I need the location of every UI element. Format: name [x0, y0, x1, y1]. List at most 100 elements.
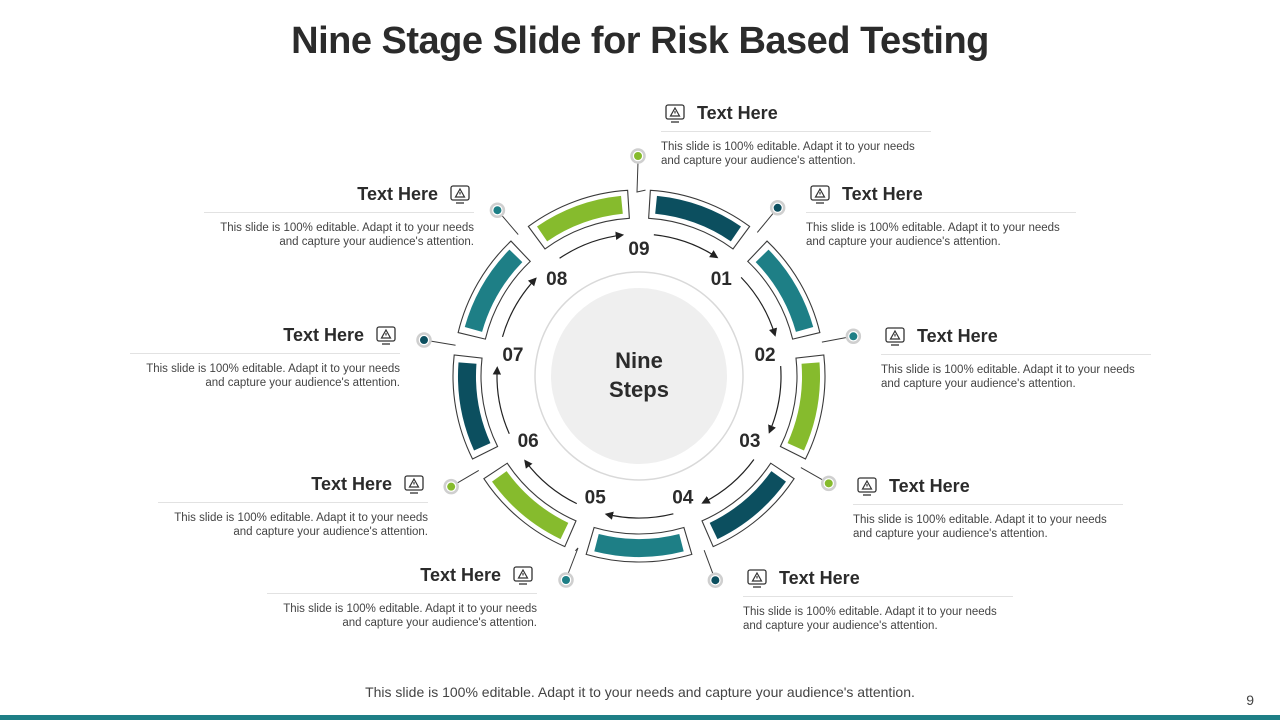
- footer-note: This slide is 100% editable. Adapt it to…: [365, 684, 915, 700]
- segment-arc-09: [537, 195, 623, 242]
- step-label-01: Text Here: [842, 183, 923, 204]
- connector-line-02: [821, 337, 847, 343]
- segment-arc-06: [492, 471, 569, 540]
- step-arrow-05: [604, 511, 674, 520]
- step-arrow-01: [653, 234, 719, 259]
- connector-dot-09: [634, 152, 642, 160]
- step-number-09: 09: [628, 239, 649, 260]
- document-warning-icon: [450, 185, 470, 204]
- connector-line-03: [800, 467, 823, 481]
- step-description-08: This slide is 100% editable. Adapt it to…: [220, 222, 474, 248]
- connector-dot-01: [773, 203, 782, 212]
- step-description-05: This slide is 100% editable. Adapt it to…: [283, 603, 537, 629]
- center-text-line1: Nine: [615, 348, 663, 373]
- connector-dot-05: [562, 576, 570, 584]
- segment-arc-04: [709, 471, 786, 540]
- step-heading-03: Text Here: [853, 472, 1123, 500]
- slide-title: Nine Stage Slide for Risk Based Testing: [291, 20, 989, 62]
- bottom-accent-bar: [0, 715, 1280, 720]
- step-heading-06: Text Here: [158, 470, 428, 498]
- step-heading-07: Text Here: [130, 321, 400, 349]
- step-heading-08: Text Here: [204, 180, 474, 208]
- step-description-02: This slide is 100% editable. Adapt it to…: [881, 364, 1135, 390]
- step-divider-08: [204, 212, 474, 213]
- connector-line-07: [430, 340, 456, 346]
- scale-balance-icon: [404, 475, 424, 494]
- gear-warning-icon: [885, 327, 905, 346]
- step-arrow-04: [701, 459, 755, 504]
- step-number-07: 07: [502, 345, 523, 366]
- step-heading-09: Text Here: [661, 99, 931, 127]
- step-description-03: This slide is 100% editable. Adapt it to…: [853, 514, 1107, 540]
- connector-dot-04: [711, 576, 720, 585]
- step-label-08: Text Here: [357, 183, 438, 204]
- step-heading-05: Text Here: [267, 561, 537, 589]
- monitor-shield-icon: [810, 185, 830, 204]
- step-divider-09: [661, 131, 931, 132]
- step-label-06: Text Here: [311, 473, 392, 494]
- connector-line-05: [567, 547, 579, 575]
- connector-line-09: [636, 161, 646, 193]
- step-heading-02: Text Here: [881, 322, 1151, 350]
- connector-dot-06: [447, 482, 456, 491]
- step-arrow-02: [740, 276, 778, 337]
- segment-arc-07: [458, 362, 491, 451]
- step-number-01: 01: [711, 269, 733, 290]
- step-label-09: Text Here: [697, 102, 778, 123]
- connector-dot-08: [493, 206, 502, 215]
- step-arrow-03: [768, 366, 782, 434]
- step-label-03: Text Here: [889, 475, 970, 496]
- step-description-09: This slide is 100% editable. Adapt it to…: [661, 141, 915, 167]
- center-text-line2: Steps: [609, 377, 669, 402]
- step-number-04: 04: [672, 487, 694, 508]
- connector-line-01: [756, 212, 774, 233]
- step-divider-01: [806, 212, 1076, 213]
- step-divider-04: [743, 596, 1013, 597]
- step-divider-05: [267, 593, 537, 594]
- segment-arc-02: [755, 249, 814, 332]
- step-arrow-09: [559, 231, 625, 259]
- step-label-05: Text Here: [420, 564, 501, 585]
- connector-dot-03: [824, 479, 833, 488]
- connector-line-04: [703, 550, 714, 574]
- step-description-04: This slide is 100% editable. Adapt it to…: [743, 606, 997, 632]
- connector-line-06: [456, 469, 479, 484]
- step-description-07: This slide is 100% editable. Adapt it to…: [146, 363, 400, 389]
- segment-arc-05: [594, 533, 684, 558]
- connector-line-08: [501, 215, 519, 235]
- page-number: 9: [1246, 692, 1254, 708]
- checklist-warning-icon: [513, 566, 533, 585]
- step-heading-04: Text Here: [743, 564, 1013, 592]
- step-arrow-08: [501, 277, 537, 338]
- step-number-03: 03: [739, 431, 760, 452]
- segment-arc-08: [464, 249, 523, 332]
- step-divider-06: [158, 502, 428, 503]
- team-network-icon: [665, 104, 685, 123]
- connector-dot-07: [419, 336, 428, 345]
- center-circle: [551, 288, 727, 464]
- step-arrow-06: [524, 459, 578, 505]
- step-number-02: 02: [754, 345, 775, 366]
- step-label-04: Text Here: [779, 567, 860, 588]
- segment-arc-03: [787, 362, 821, 451]
- segment-arc-01: [655, 195, 741, 242]
- step-number-08: 08: [546, 269, 567, 290]
- step-number-05: 05: [585, 487, 607, 508]
- hand-card-icon: [747, 569, 767, 588]
- step-heading-01: Text Here: [806, 180, 1076, 208]
- step-divider-03: [853, 504, 1123, 505]
- step-description-06: This slide is 100% editable. Adapt it to…: [174, 512, 428, 538]
- step-divider-07: [130, 353, 400, 354]
- connector-dot-02: [849, 332, 858, 341]
- hands-warning-icon: [376, 326, 396, 345]
- step-divider-02: [881, 354, 1151, 355]
